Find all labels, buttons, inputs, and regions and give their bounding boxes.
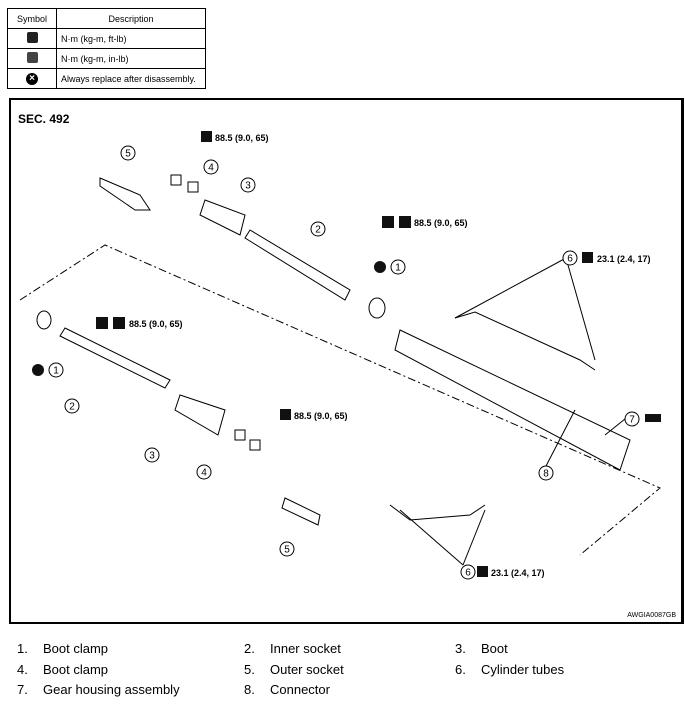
callout-circle [538, 465, 554, 481]
replace-icon [32, 364, 44, 376]
callout-circle [562, 250, 578, 266]
legend-number: 1. [17, 641, 28, 656]
legend-number: 7. [17, 682, 28, 697]
torque-icon [280, 409, 291, 420]
leader-lines [399, 257, 626, 566]
callout-1: 1 [53, 366, 59, 377]
nut-lower [249, 439, 261, 451]
nut-upper [170, 174, 182, 186]
legend-number: 2. [244, 641, 255, 656]
torque-tube-upper: 23.1 (2.4, 17) [597, 254, 651, 264]
callout-6: 6 [567, 254, 573, 265]
callout-circle [460, 564, 476, 580]
boot-clamp-upper [187, 181, 199, 193]
torque-outer-lower: 88.5 (9.0, 65) [294, 411, 348, 421]
grease-icon [96, 317, 108, 329]
diagram-frame [9, 98, 684, 624]
callout-circle [64, 398, 80, 414]
callout-4: 4 [201, 468, 207, 479]
inner-socket-lower [59, 327, 171, 389]
callout-circle [279, 541, 295, 557]
callout-4: 4 [208, 163, 214, 174]
callout-1: 1 [395, 263, 401, 274]
torque-icon [399, 216, 411, 228]
image-id: AWGIA0087GB [627, 612, 676, 619]
callout-3: 3 [245, 181, 251, 192]
outer-socket-upper [99, 177, 151, 211]
boot-clamp-1-upper [368, 297, 386, 319]
callout-circle [203, 159, 219, 175]
callout-8: 8 [543, 469, 549, 480]
description: Always replace after disassembly. [56, 68, 206, 89]
callout-circle [390, 259, 406, 275]
boot-upper [199, 199, 246, 236]
legend-label: Boot [481, 641, 508, 656]
torque-icon [477, 566, 488, 577]
boot-clamp-1-lower [36, 310, 52, 330]
legend-label: Boot clamp [43, 641, 109, 656]
torque-inner-lower: 88.5 (9.0, 65) [129, 319, 183, 329]
legend-label: Outer socket [270, 661, 344, 677]
legend-label: Cylinder tubes [481, 661, 565, 677]
torque-tube-lower: 23.1 (2.4, 17) [491, 568, 545, 578]
callout-7: 7 [629, 415, 635, 426]
callout-circle [240, 177, 256, 193]
torque-outer-upper: 88.5 (9.0, 65) [215, 133, 269, 143]
section-label: SEC. 492 [18, 112, 70, 126]
callout-circle [624, 411, 640, 427]
legend-number: 5. [244, 661, 255, 677]
callout-5: 5 [284, 545, 290, 556]
legend-label: Connector [270, 682, 330, 697]
cylinder-tube-upper [454, 311, 596, 371]
legend-number: 4. [17, 661, 28, 677]
callout-2: 2 [315, 225, 321, 236]
callout-6: 6 [465, 568, 471, 579]
inner-socket-upper [244, 229, 351, 301]
cylinder-tube-lower [389, 504, 486, 521]
callout-3: 3 [149, 451, 155, 462]
callout-5: 5 [125, 149, 131, 160]
legend-label: Boot clamp [43, 661, 109, 677]
legend-number: 8. [244, 682, 255, 697]
legend-number: 3. [455, 641, 466, 656]
callout-2: 2 [69, 402, 75, 413]
replace-icon: × [26, 72, 38, 85]
legend-label: Gear housing assembly [43, 682, 180, 697]
dashed-boundary [19, 244, 661, 556]
callout-circle [144, 447, 160, 463]
replace-icon [374, 261, 386, 273]
legend-label: Inner socket [270, 641, 341, 656]
boot-clamp-lower [234, 429, 246, 441]
callouts: 1 1 2 2 3 3 4 4 5 5 6 6 7 8 [48, 145, 640, 580]
grease-icon [382, 216, 394, 228]
gear-housing [394, 329, 631, 471]
legend-number: 6. [455, 661, 466, 677]
callout-circle [310, 221, 326, 237]
torque-icon [113, 317, 125, 329]
atf-icon [645, 414, 661, 422]
torque-icon [201, 131, 212, 142]
torque-inner-upper: 88.5 (9.0, 65) [414, 218, 468, 228]
callout-circle [48, 362, 64, 378]
torque-icon [582, 252, 593, 263]
torque-ft-lb-icon [26, 32, 38, 43]
outer-socket-lower [281, 497, 321, 526]
torque-in-lb-icon [26, 52, 38, 63]
boot-lower [174, 394, 226, 436]
callout-circle [196, 464, 212, 480]
callout-circle [120, 145, 136, 161]
